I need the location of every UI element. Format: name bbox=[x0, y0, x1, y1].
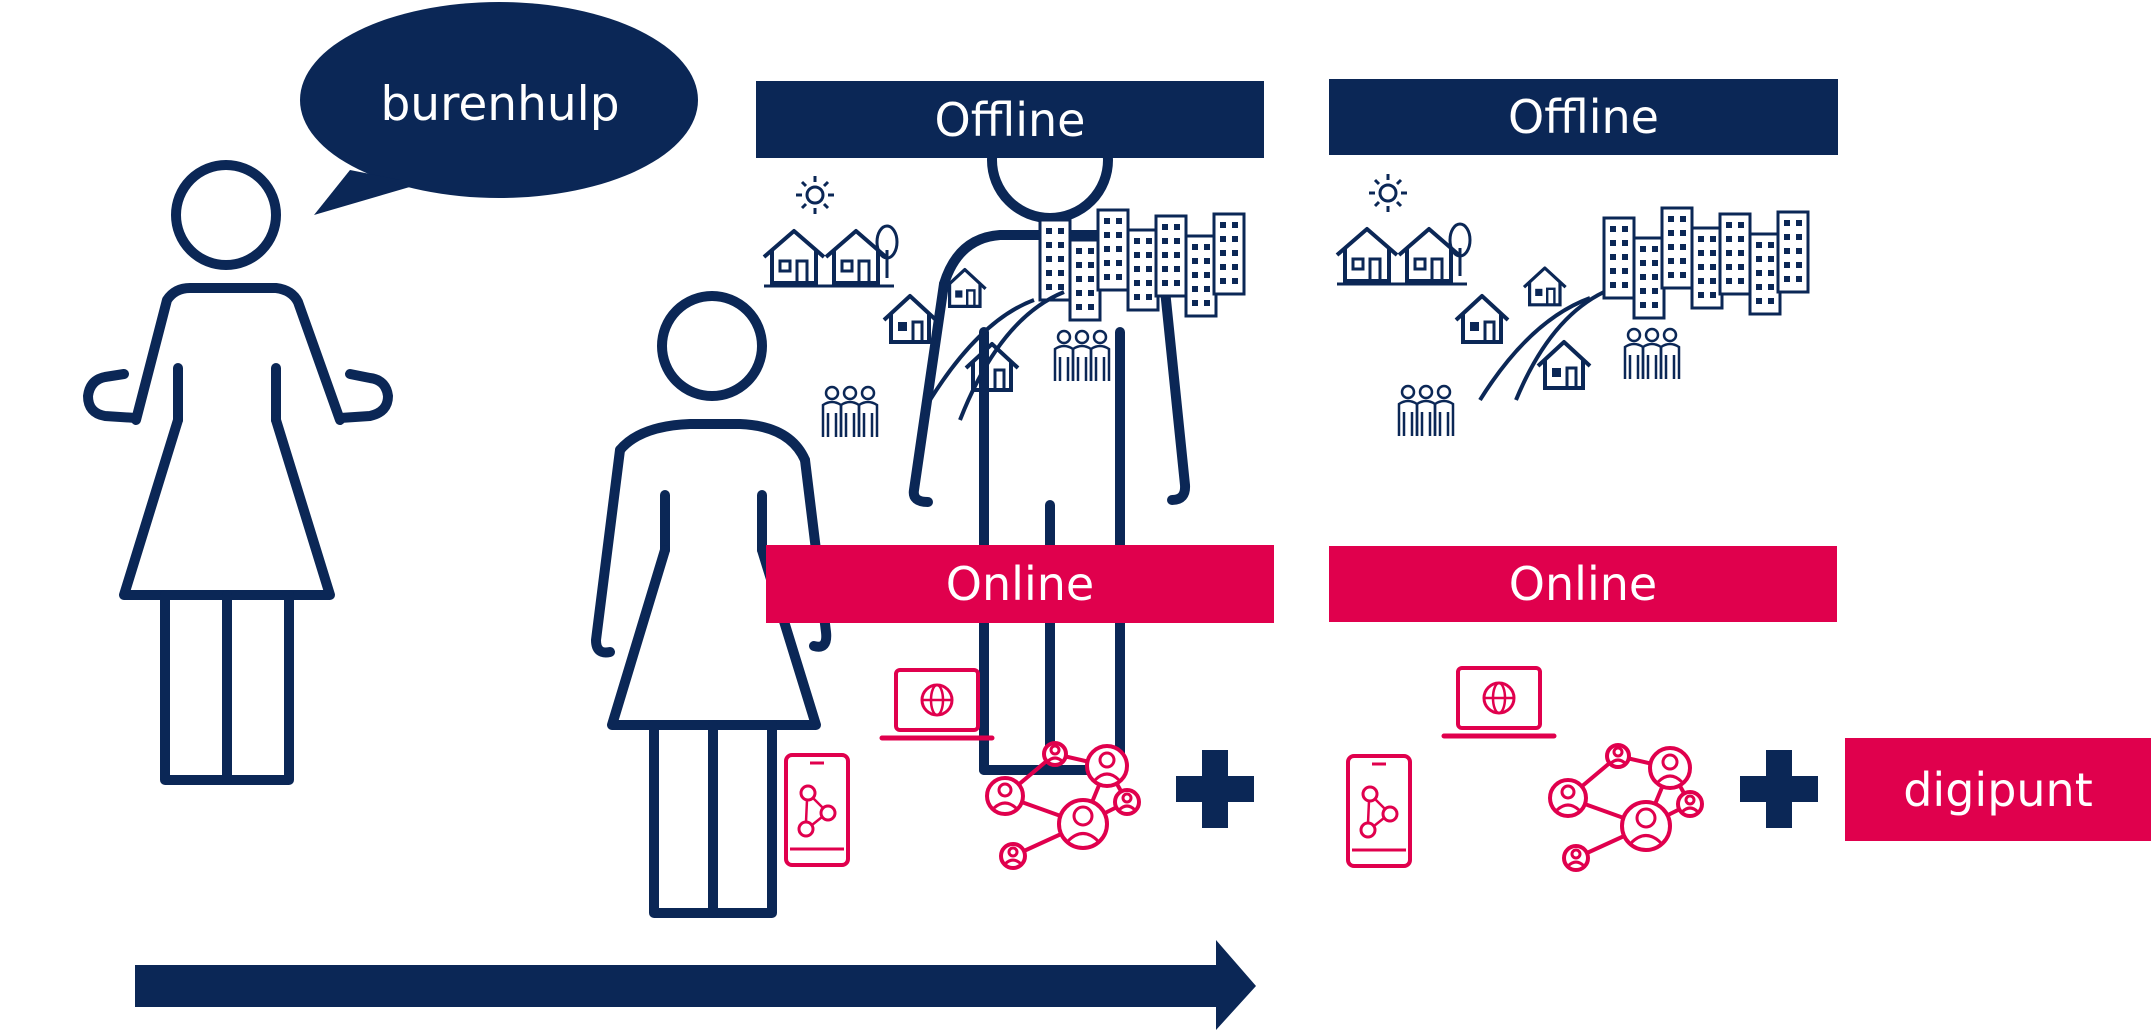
online-bar bbox=[766, 545, 1274, 623]
speech-bubble-icon bbox=[300, 2, 698, 215]
online-bar bbox=[1329, 546, 1837, 622]
smartphone-network-icon bbox=[784, 753, 850, 867]
arrow-right-icon bbox=[135, 940, 1256, 1030]
house-icon bbox=[1335, 227, 1399, 283]
plus-icon bbox=[1176, 750, 1254, 828]
house-icon bbox=[1522, 266, 1568, 307]
people-group-icon bbox=[1055, 331, 1109, 381]
laptop-globe-icon bbox=[882, 670, 992, 738]
digipunt-box bbox=[1845, 738, 2151, 841]
house-icon bbox=[882, 294, 938, 344]
house-icon bbox=[762, 229, 826, 285]
panel-1-online-label: Online bbox=[945, 557, 1095, 611]
house-icon bbox=[964, 342, 1020, 392]
sun-icon bbox=[1367, 172, 1409, 214]
offline-scene bbox=[1335, 172, 1808, 436]
smartphone-network-icon bbox=[1346, 754, 1412, 868]
sun-icon bbox=[794, 174, 836, 216]
road-icon bbox=[928, 298, 1035, 402]
people-network-icon bbox=[985, 741, 1141, 870]
buildings-icon bbox=[1040, 210, 1244, 320]
panel-1-offline-label: Offline bbox=[934, 92, 1086, 147]
laptop-globe-icon bbox=[1444, 668, 1554, 736]
speech-bubble-text: burenhulp bbox=[380, 76, 620, 132]
road-icon bbox=[1478, 296, 1591, 402]
panel-2-online-label: Online bbox=[1508, 557, 1658, 611]
offline-bar bbox=[1329, 79, 1838, 155]
woman-icon bbox=[83, 160, 393, 785]
house-icon bbox=[1454, 294, 1510, 344]
people-group-icon bbox=[1399, 386, 1453, 436]
house-icon bbox=[1536, 340, 1592, 390]
plus-icon bbox=[1740, 750, 1818, 828]
people-group-icon bbox=[1625, 329, 1679, 379]
woman-icon bbox=[591, 291, 832, 918]
people-network-icon bbox=[1548, 743, 1704, 872]
people-group-icon bbox=[823, 387, 877, 437]
offline-scene bbox=[762, 174, 1244, 437]
digipunt-label: digipunt bbox=[1903, 762, 2093, 817]
panel-2-offline-label: Offline bbox=[1508, 90, 1659, 144]
buildings-icon bbox=[1604, 208, 1808, 318]
offline-bar bbox=[756, 81, 1264, 158]
